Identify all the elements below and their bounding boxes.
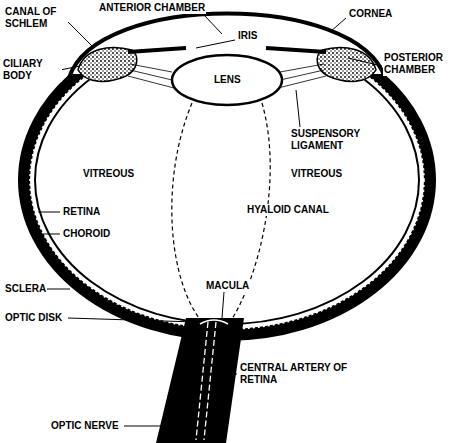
part-label: HYALOID CANAL: [246, 204, 330, 216]
part-label: IRIS: [237, 30, 258, 42]
iris: [266, 48, 326, 52]
part-label: LENS: [213, 74, 242, 86]
part-label: VITREOUS: [82, 168, 135, 180]
part-label: MACULA: [205, 280, 250, 292]
part-label: SUSPENSORY LIGAMENT: [290, 128, 372, 152]
part-label: CANAL OF SCHLEM: [4, 6, 68, 30]
part-label: CORNEA: [348, 8, 393, 20]
part-label: OPTIC NERVE: [50, 420, 120, 432]
central-artery: [196, 322, 216, 440]
part-label: ANTERIOR CHAMBER: [98, 2, 206, 14]
leader-lines: [33, 15, 382, 426]
part-label: POSTERIOR CHAMBER: [383, 52, 447, 76]
iris: [128, 48, 186, 52]
eye-wall: [24, 74, 430, 335]
optic-nerve: [156, 318, 244, 443]
part-label: CENTRAL ARTERY OF RETINA: [239, 362, 351, 386]
part-label: CILIARY BODY: [2, 58, 62, 82]
part-label: CHOROID: [62, 228, 111, 240]
hyaloid-canal: [172, 103, 202, 322]
part-label: SCLERA: [4, 283, 47, 295]
part-label: RETINA: [62, 206, 101, 218]
lens: [172, 55, 282, 105]
part-label: OPTIC DISK: [4, 312, 63, 324]
part-label: VITREOUS: [290, 168, 343, 180]
optic-disk: [200, 320, 228, 324]
